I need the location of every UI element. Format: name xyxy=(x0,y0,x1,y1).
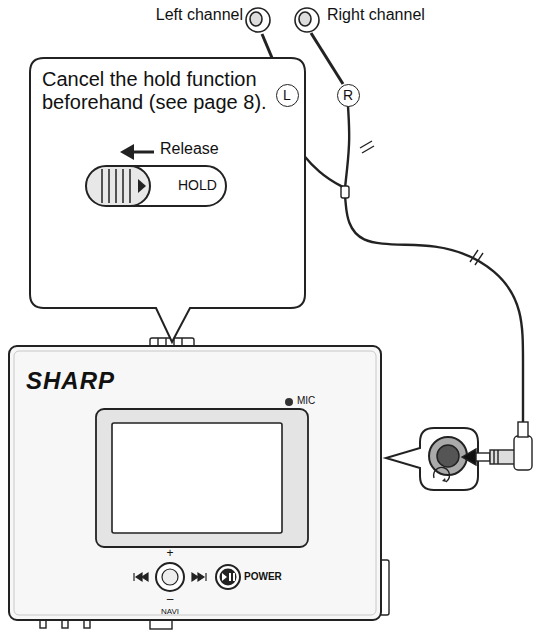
channel-mark: R xyxy=(343,87,353,103)
right-channel-mark: R xyxy=(337,84,360,107)
channel-label: Right channel xyxy=(326,6,426,24)
volume-mark: + xyxy=(166,547,173,561)
power-label: POWER xyxy=(244,571,282,583)
jack-inset xyxy=(386,428,478,490)
player-body: SHARP MIC + –NAVI POWER xyxy=(8,345,382,621)
navi-label: NAVI xyxy=(161,607,179,616)
cable-slider xyxy=(341,186,349,198)
brand-logo: SHARP xyxy=(26,367,115,395)
volume-mark: – xyxy=(167,593,174,607)
mic-label: MIC xyxy=(297,395,315,407)
headphone-plug xyxy=(462,422,532,470)
left-channel-mark: L xyxy=(276,84,299,107)
channel-label: Left channel xyxy=(155,6,244,24)
earphone-cable xyxy=(345,106,349,188)
callout-note: Cancel the hold function beforehand (see… xyxy=(42,68,298,114)
slide-direction: Release xyxy=(160,140,219,158)
hold-callout: Cancel the hold function beforehand (see… xyxy=(28,56,308,346)
channel-mark: L xyxy=(283,87,291,103)
switch-label: HOLD xyxy=(178,177,217,193)
